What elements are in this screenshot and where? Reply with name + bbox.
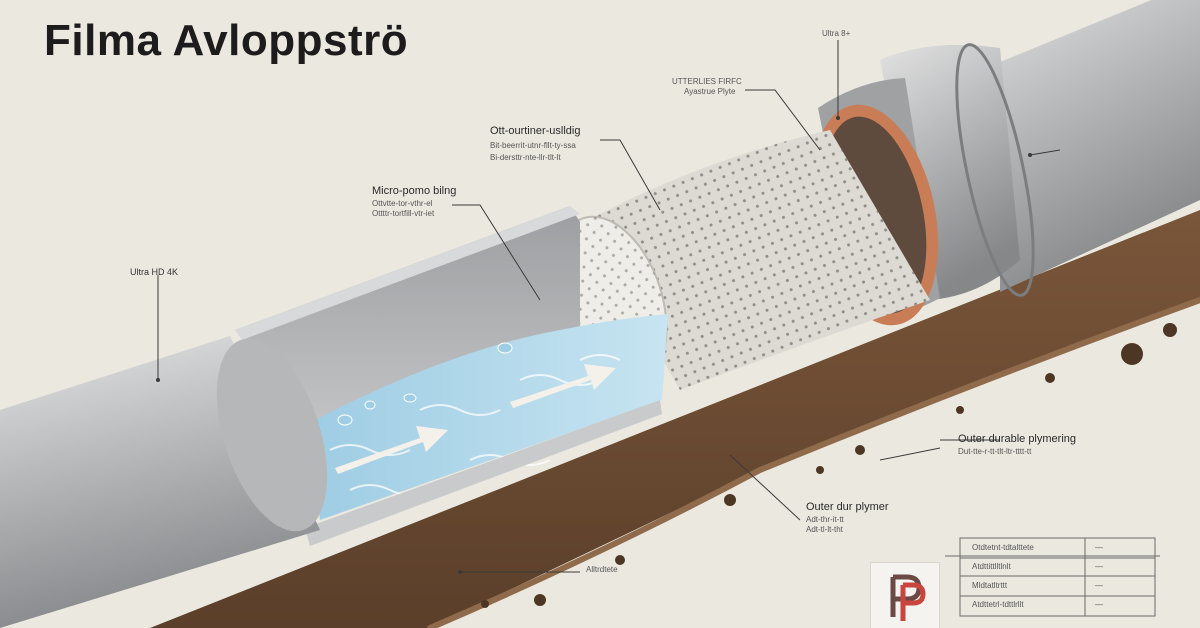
brand-logo	[870, 562, 940, 628]
soil-clods	[481, 323, 1177, 608]
water-flow	[315, 314, 668, 520]
label-outer-layer: UTTERLIES FIRFC	[672, 77, 742, 86]
label-outer-durable: Outer durable plymering	[958, 433, 1077, 445]
table-cell: Atdttetrl-tdttlrllt	[972, 600, 1024, 609]
label-center-sub1: Bit-beerrit-utnr-fllt-ty-ssa	[490, 141, 576, 150]
label-top-right: Ultra 8+	[822, 29, 851, 38]
label-outer-durable-sub: Dut-tte-r-tt-tlt-ltr-tttt-tt	[958, 447, 1032, 456]
table-cell: Mldtatltrttt	[972, 581, 1008, 590]
table-cell: —	[1095, 581, 1103, 590]
table-cell: —	[1095, 562, 1103, 571]
label-micro: Micro-pomo bilng	[372, 185, 457, 197]
coupling-ring	[955, 43, 1035, 297]
table-cell: Atdttittlltlnlt	[972, 562, 1011, 571]
table-cell: —	[1095, 600, 1103, 609]
label-micro-sub1: Ottvtte-tor-vthr-el	[372, 199, 433, 208]
label-outer-dur-poly-sub2: Adt-tl-lt-tht	[806, 525, 843, 534]
table-cell: Otdtetnt-tdtalttete	[972, 543, 1034, 552]
soil-bed	[150, 210, 1200, 628]
soil-edge	[427, 297, 1200, 628]
label-micro-sub2: Ottttr-tortfill-vtr-iet	[372, 209, 435, 218]
trough-rim	[235, 206, 580, 340]
spec-table-grid	[945, 537, 1160, 617]
table-cell: —	[1095, 543, 1103, 552]
leader-dots	[156, 116, 1032, 574]
brand-logo-icon	[890, 574, 926, 621]
water-droplets	[337, 342, 513, 426]
right-pipe-body	[1000, 0, 1200, 292]
flow-arrows	[335, 364, 616, 474]
label-outer-dur-poly: Outer dur plymer	[806, 501, 889, 513]
label-ultra-left: Ultra HD 4K	[130, 267, 179, 277]
label-center: Ott-ourtiner-uslldig	[490, 125, 581, 137]
leader-lines	[157, 40, 1061, 573]
label-outer-layer-sub: Ayastrue Plyte	[684, 87, 736, 96]
trough-front-lip	[305, 400, 662, 546]
page-title: Filma Avloppströ	[44, 16, 409, 65]
left-pipe-rim	[216, 338, 328, 532]
label-outer-dur-poly-sub1: Adt-thr-it-tt	[806, 515, 844, 524]
label-center-sub2: Bi-dersttr-nte-llr-tlt-lt	[490, 153, 561, 162]
label-bottom-arrow: Alltrdtete	[586, 565, 618, 574]
